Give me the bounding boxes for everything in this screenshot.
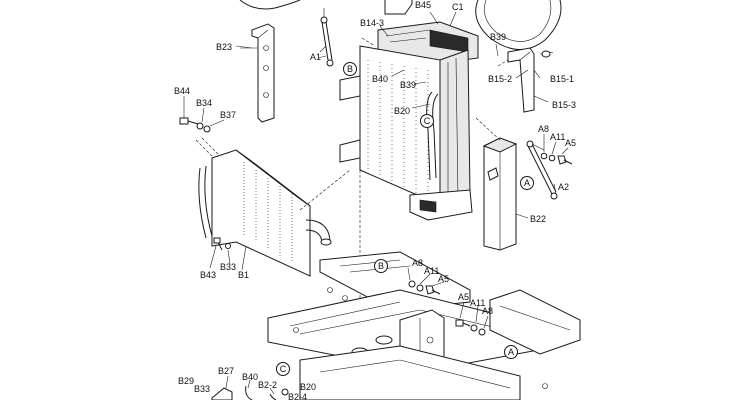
hardware-set-center [408, 280, 441, 295]
label-a8-top: A8 [538, 124, 549, 134]
label-a11-top: A11 [550, 132, 565, 142]
label-b20-top: B20 [394, 106, 410, 116]
callout-a-right: A [524, 178, 530, 188]
hardware-set-left [179, 117, 225, 163]
label-b2-2: B2-2 [258, 380, 277, 390]
label-b1: B1 [238, 270, 249, 280]
b1-radiator [198, 149, 332, 277]
label-b23: B23 [216, 42, 232, 52]
label-b22: B22 [530, 214, 546, 224]
label-b45: B45 [415, 0, 431, 10]
label-a5-low: A5 [458, 292, 469, 302]
label-c1: C1 [452, 2, 464, 12]
label-b39-mid: B39 [400, 80, 416, 90]
label-a8-mid: A8 [412, 258, 423, 268]
leader-lines [183, 11, 569, 395]
hardware-set-top-right [540, 152, 573, 165]
label-b15-1: B15-1 [550, 74, 574, 84]
label-b33-bot: B33 [194, 384, 210, 394]
label-b2-4: B2-4 [288, 392, 307, 400]
label-b15-3: B15-3 [552, 100, 576, 110]
label-a5-mid: A5 [438, 274, 449, 284]
label-a11-low: A11 [470, 298, 485, 308]
label-b34: B34 [196, 98, 212, 108]
label-a11-mid: A11 [424, 266, 439, 276]
callout-b-top: B [347, 64, 353, 74]
callout-a-low: A [508, 347, 514, 357]
frame-structure [267, 251, 581, 400]
b15-bracket [507, 47, 556, 113]
label-b37: B37 [220, 110, 236, 120]
label-b33-mid: B33 [220, 262, 236, 272]
a1-stay-rod [317, 8, 334, 67]
b22-duct [482, 137, 518, 251]
callout-circle-b-mid [374, 259, 388, 273]
label-b39-top: B39 [490, 32, 506, 42]
callout-circle-a-low [504, 345, 518, 359]
radiator-assembly [339, 21, 479, 221]
top-cover-fragment [239, 0, 413, 15]
part-labels: B45 C1 B14-3 B39 A1 B23 B40 B39 B20 B15-… [174, 0, 576, 400]
callout-c-mid: C [424, 116, 431, 126]
label-b15-2: B15-2 [488, 74, 512, 84]
label-b29: B29 [178, 376, 194, 386]
callout-circle-c-mid [420, 114, 434, 128]
callout-b-mid: B [378, 261, 384, 271]
label-a8-low: A8 [482, 306, 493, 316]
label-b20-bot: B20 [300, 382, 316, 392]
label-a5-top: A5 [565, 138, 576, 148]
callout-circle-b-top [343, 62, 357, 76]
label-b43: B43 [200, 270, 216, 280]
fan-shroud-ring [475, 0, 562, 50]
callout-circle-a-right [520, 176, 534, 190]
label-b44: B44 [174, 86, 190, 96]
label-b40-bot: B40 [242, 372, 258, 382]
callout-markers: B C A B A C [276, 62, 534, 376]
b23-bracket [240, 23, 275, 123]
callout-circle-c-bot [276, 362, 290, 376]
callout-c-bot: C [280, 364, 287, 374]
label-b27: B27 [218, 366, 234, 376]
label-b14-3: B14-3 [360, 18, 384, 28]
label-a1: A1 [310, 52, 321, 62]
hardware-set-lower-right [455, 319, 486, 336]
label-a2: A2 [558, 182, 569, 192]
a2-stay-rod [526, 140, 558, 200]
label-b40-top: B40 [372, 74, 388, 84]
